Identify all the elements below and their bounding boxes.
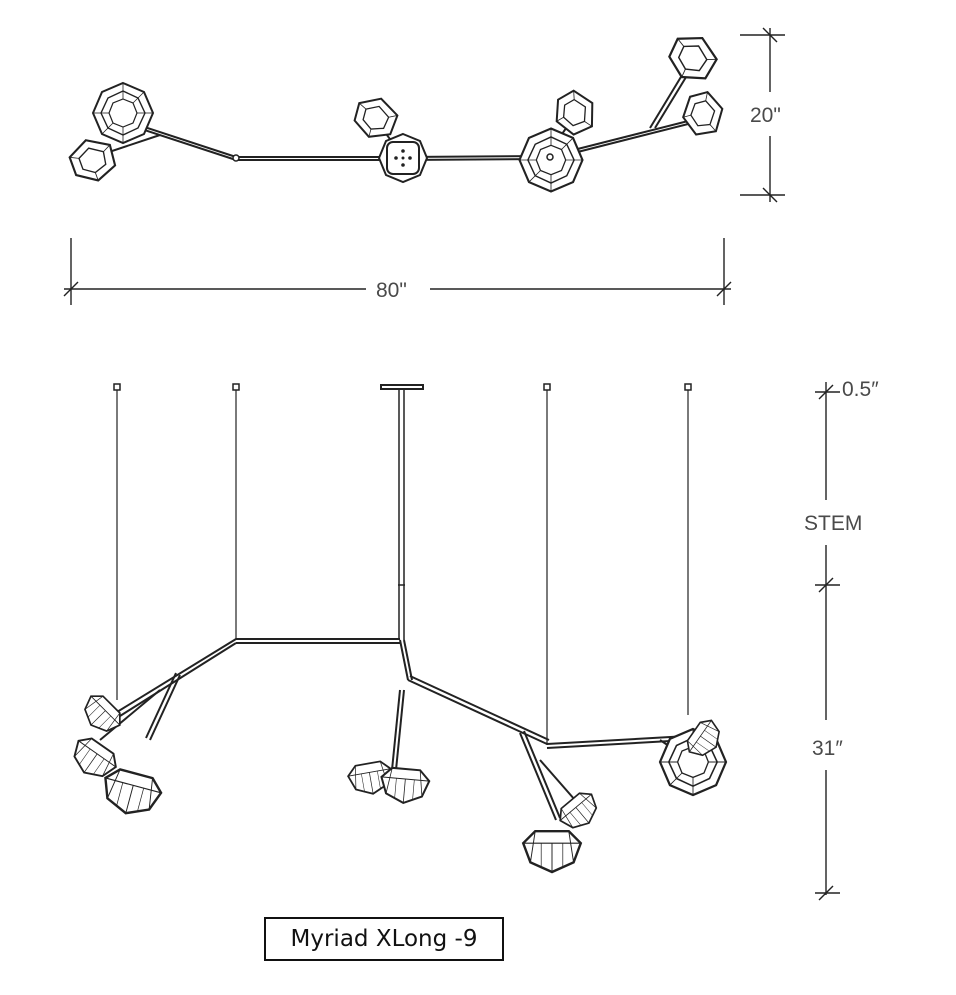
- suspension-cables: [116, 390, 689, 745]
- dimension-length: [63, 238, 732, 305]
- elevation-view: [64, 383, 728, 874]
- dimension-vertical: [815, 382, 840, 901]
- plan-shade-far-right-top: [662, 27, 724, 89]
- dimension-depth-label: 20": [750, 104, 781, 127]
- plan-shade-left-small: [65, 132, 121, 188]
- dimension-drop-label: 31″: [812, 737, 843, 760]
- plan-view: [65, 27, 729, 193]
- plan-shade-center-small: [350, 92, 402, 144]
- plan-center-hub: [377, 132, 429, 184]
- dimension-depth: [740, 27, 785, 203]
- product-name-box: Myriad XLong -9: [264, 917, 504, 961]
- elev-shade-1: [75, 689, 127, 741]
- dimension-stem-label: STEM: [804, 512, 862, 535]
- elev-shade-3: [96, 765, 166, 822]
- center-stem: [398, 389, 405, 640]
- elev-shade-7: [522, 830, 582, 874]
- plan-shade-left-large: [92, 82, 154, 144]
- product-name: Myriad XLong -9: [290, 926, 478, 952]
- elevation-arms: [99, 638, 691, 821]
- elev-shade-6: [553, 786, 606, 837]
- plan-shade-far-right: [677, 88, 729, 140]
- dimension-length-label: 80": [376, 279, 407, 302]
- elev-shade-5: [378, 765, 432, 807]
- dimension-canopy-label: 0.5″: [842, 378, 879, 401]
- ceiling-canopies: [113, 383, 692, 391]
